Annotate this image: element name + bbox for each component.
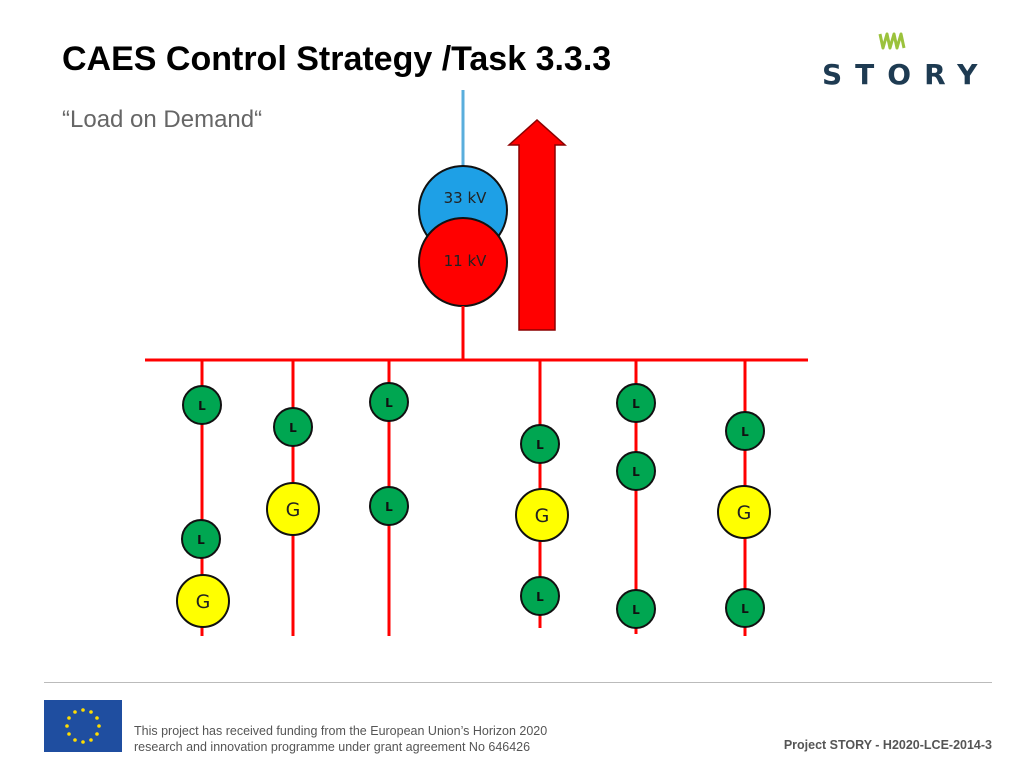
generator-node-label: G (196, 591, 211, 613)
funding-acknowledgement: This project has received funding from t… (134, 723, 547, 755)
load-node-label: L (289, 421, 297, 435)
slide-title: CAES Control Strategy /Task 3.3.3 (62, 40, 612, 78)
load-node-label: L (632, 603, 640, 617)
load-node (616, 451, 656, 491)
story-wave-icon (878, 32, 906, 50)
load-node (369, 486, 409, 526)
funding-line-1: This project has received funding from t… (134, 724, 548, 738)
load-node (520, 576, 560, 616)
load-node (725, 588, 765, 628)
generator-node-label: G (535, 505, 550, 527)
transformer-hv-label: 33 kV (444, 189, 488, 207)
grid-diagram: 33 kV 11 kV L L G L G L L L G L L L L L … (145, 90, 808, 636)
project-identifier: Project STORY - H2020-LCE-2014-3 (783, 738, 992, 752)
load-node-label: L (385, 396, 393, 410)
load-node-label: L (198, 399, 206, 413)
load-node-label: L (197, 533, 205, 547)
load-node-label: L (741, 602, 749, 616)
load-node (520, 424, 560, 464)
load-node-label: L (632, 397, 640, 411)
generator-node-label: G (737, 502, 752, 524)
eu-flag-icon (44, 700, 122, 752)
load-node-label: L (632, 465, 640, 479)
story-logo: STORY (822, 28, 982, 92)
load-node-label: L (741, 425, 749, 439)
generator-node-label: G (286, 499, 301, 521)
story-logo-text: STORY (822, 58, 991, 91)
load-node (616, 589, 656, 629)
load-node (616, 383, 656, 423)
generator-node (515, 488, 569, 542)
generator-node (176, 574, 230, 628)
load-node-label: L (536, 590, 544, 604)
load-node (182, 385, 222, 425)
load-node (181, 519, 221, 559)
load-node (725, 411, 765, 451)
load-node-label: L (385, 500, 393, 514)
load-node (273, 407, 313, 447)
generator-node (266, 482, 320, 536)
power-flow-arrow (507, 118, 567, 331)
load-node-label: L (536, 438, 544, 452)
generator-node (717, 485, 771, 539)
slide-subtitle: “Load on Demand“ (62, 106, 263, 133)
transformer-lv-label: 11 kV (444, 252, 488, 270)
footer-divider (44, 682, 992, 683)
load-node (369, 382, 409, 422)
funding-line-2: research and innovation programme under … (134, 740, 531, 754)
